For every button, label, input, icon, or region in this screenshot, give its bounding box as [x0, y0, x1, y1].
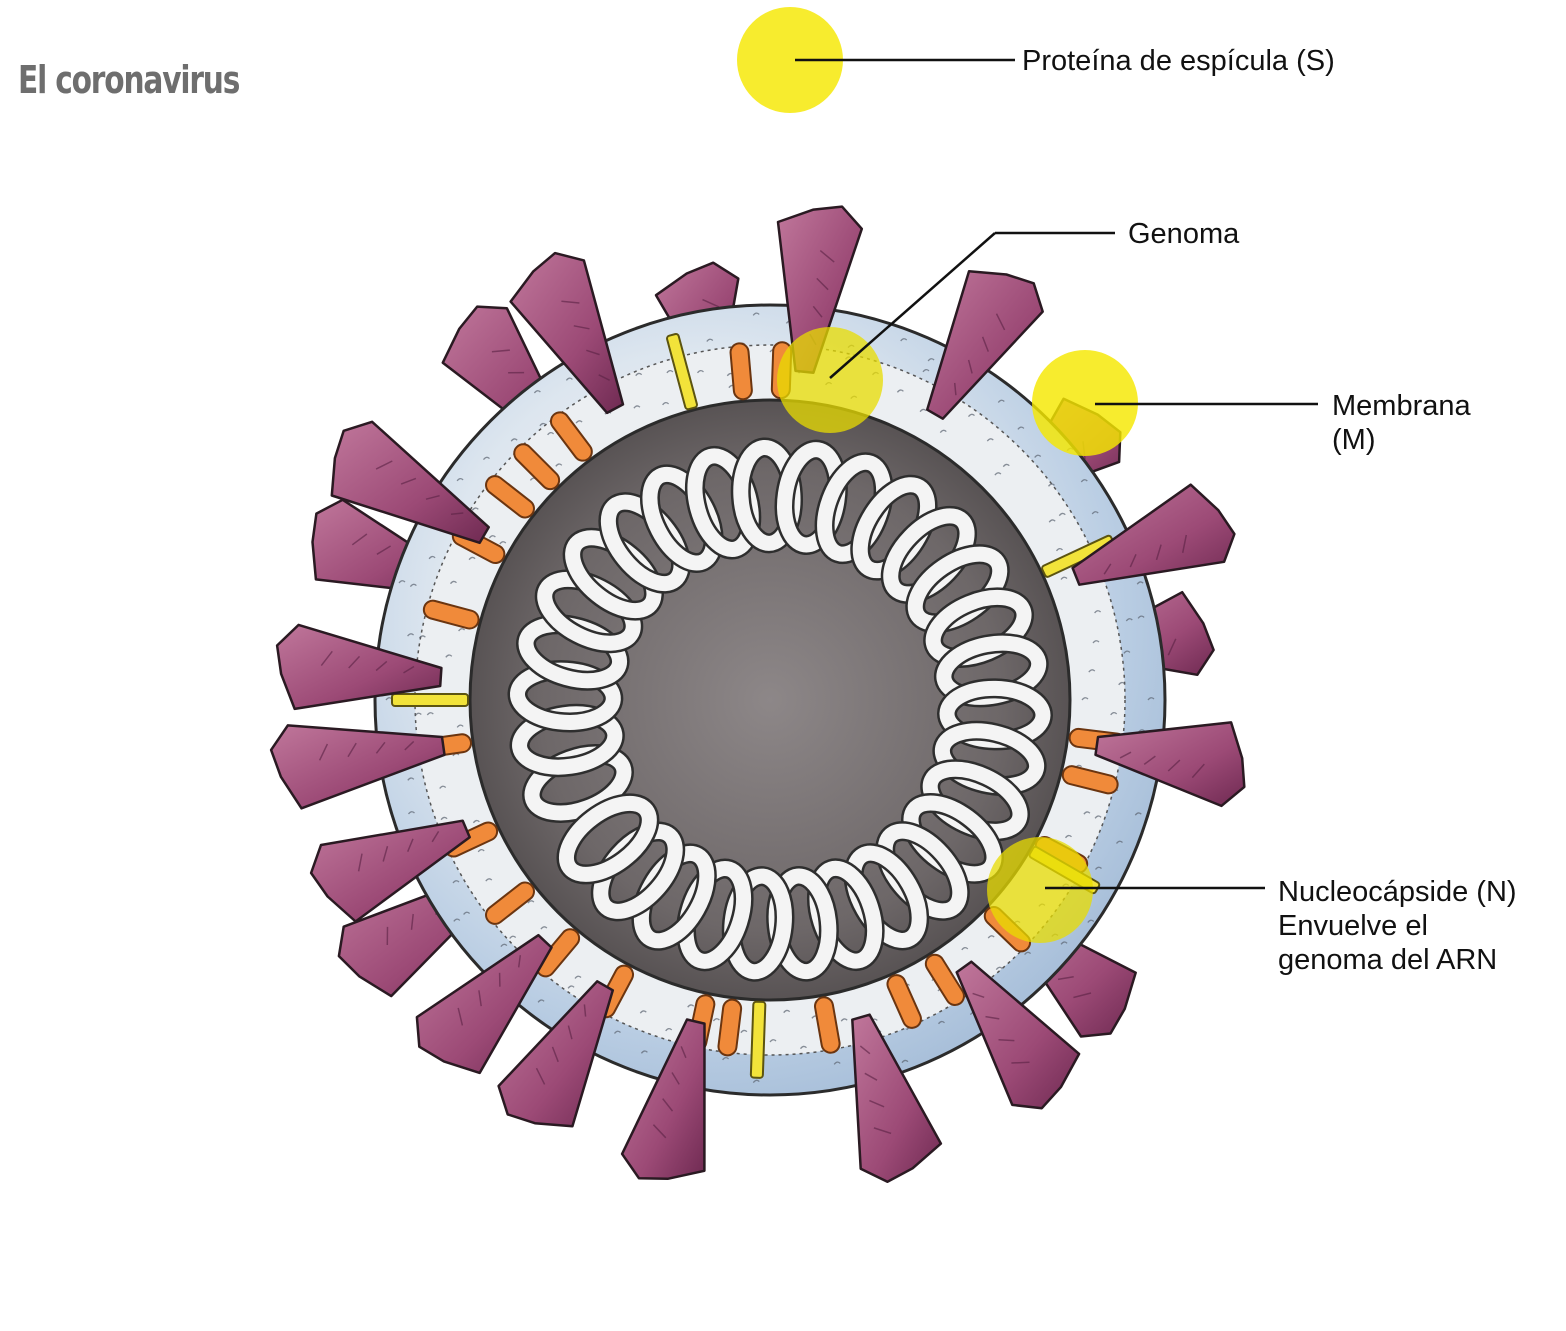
membrane-label-line-1: Membrana [1332, 389, 1471, 423]
spike-hatch [999, 1040, 1015, 1041]
nucleocapsid-label: Nucleocápside (N) Envuelve el genoma del… [1278, 875, 1517, 977]
orange-protein [730, 343, 753, 400]
genome-highlight [777, 327, 883, 433]
nucleocapsid-label-line-1: Nucleocápside (N) [1278, 875, 1517, 909]
yellow-protein [751, 1002, 766, 1078]
nucleocapsid-label-line-3: genoma del ARN [1278, 943, 1517, 977]
yellow-protein [392, 694, 468, 706]
spike-protein-label: Proteína de espícula (S) [1022, 44, 1335, 78]
spike-hatch [1011, 1062, 1029, 1063]
spike-protein-label-text: Proteína de espícula (S) [1022, 44, 1335, 78]
genome-label-text: Genoma [1128, 217, 1239, 251]
diagram-title: El coronavirus [18, 58, 239, 102]
nucleocapsid-highlight [987, 837, 1093, 943]
genome-label: Genoma [1128, 217, 1239, 251]
nucleocapsid-label-line-2: Envuelve el [1278, 909, 1517, 943]
membrane-label-line-2: (M) [1332, 423, 1471, 457]
membrane-label: Membrana (M) [1332, 389, 1471, 457]
